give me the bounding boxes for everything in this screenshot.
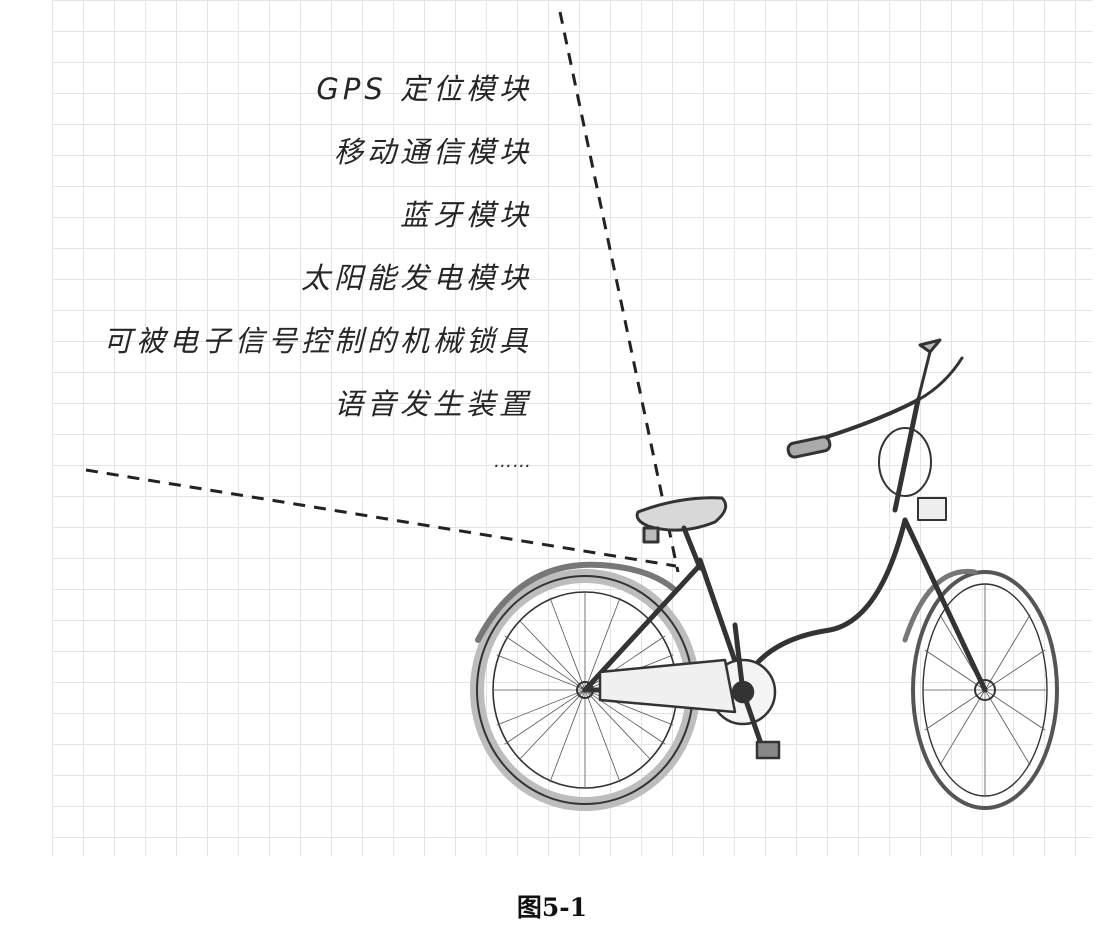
module-label-lock: 可被电子信号控制的机械锁具 [102,324,532,358]
bicycle-sketch [470,338,1059,811]
crank-set [598,622,781,760]
module-label-voice: 语音发生装置 [333,387,532,421]
module-label-gps: GPS 定位模块 [316,72,532,106]
callout-lines [85,11,680,573]
front-wheel [902,568,1059,810]
module-label-solar: 太阳能发电模块 [300,261,532,295]
module-label-mobile-comm: 移动通信模块 [333,135,532,169]
seat [635,496,728,571]
callout-line-upper [558,11,680,573]
handlebar [786,338,964,521]
module-label-ellipsis: …… [494,451,532,472]
module-label-bluetooth: 蓝牙模块 [399,198,532,232]
module-label-list: GPS 定位模块 移动通信模块 蓝牙模块 太阳能发电模块 可被电子信号控制的机械… [12,64,532,505]
bicycle-diagram [85,11,1059,811]
grid-paper-background [52,0,1092,856]
figure-caption: 图5-1 [516,893,588,922]
frame [582,397,988,693]
callout-line-lower [85,468,677,568]
